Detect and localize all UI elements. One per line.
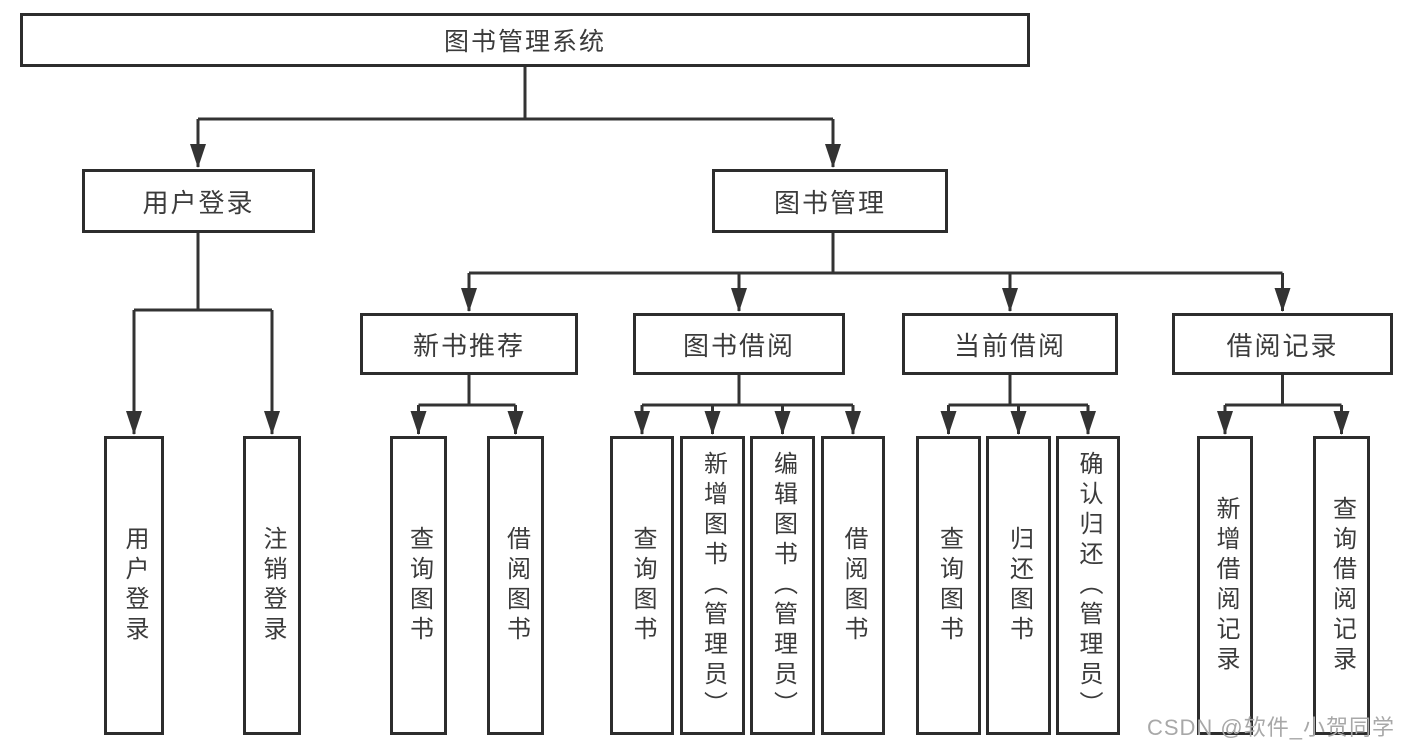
leaf-return-books: 归还图书	[986, 436, 1051, 735]
leaf-logout-login: 注销登录	[243, 436, 301, 735]
node-book-borrow: 图书借阅	[633, 313, 845, 375]
leaf-edit-book-admin: 编辑图书（管理员）	[750, 436, 815, 735]
leaf-query-books-current: 查询图书	[916, 436, 981, 735]
node-library-management-system: 图书管理系统	[20, 13, 1030, 67]
leaf-add-borrow-record: 新增借阅记录	[1197, 436, 1253, 735]
leaf-borrow-books: 借阅图书	[821, 436, 885, 735]
node-book-management: 图书管理	[712, 169, 948, 233]
leaf-query-books-recommend: 查询图书	[390, 436, 447, 735]
node-current-borrow: 当前借阅	[902, 313, 1118, 375]
node-user-login: 用户登录	[82, 169, 315, 233]
watermark: CSDN @软件_小贺同学	[1146, 715, 1395, 740]
leaf-confirm-return-admin: 确认归还（管理员）	[1056, 436, 1120, 735]
leaf-add-book-admin: 新增图书（管理员）	[680, 436, 745, 735]
node-borrow-records: 借阅记录	[1172, 313, 1393, 375]
leaf-query-borrow-record: 查询借阅记录	[1313, 436, 1370, 735]
leaf-query-books-borrow: 查询图书	[610, 436, 674, 735]
node-new-book-recommend: 新书推荐	[360, 313, 578, 375]
leaf-borrow-books-recommend: 借阅图书	[487, 436, 544, 735]
leaf-user-login: 用户登录	[104, 436, 164, 735]
